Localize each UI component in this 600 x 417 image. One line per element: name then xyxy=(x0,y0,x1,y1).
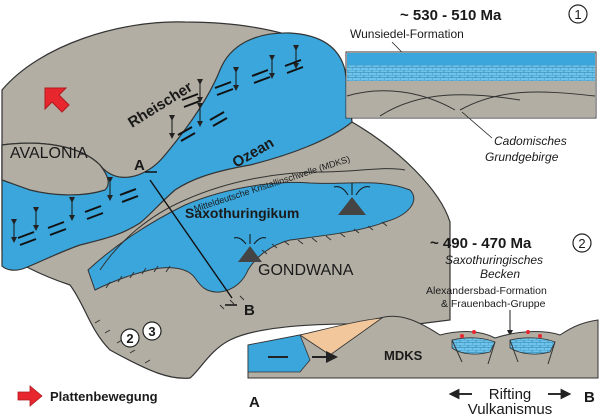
cadomisches-pointer xyxy=(461,111,493,139)
stage2-wedge xyxy=(299,317,384,356)
stage2-ocean-left xyxy=(247,334,311,373)
mdks-ridge-line xyxy=(99,168,406,271)
stage2-end-a: A xyxy=(249,394,260,411)
section-a-label: A xyxy=(134,157,145,174)
cadomisches-label-1: Cadomisches xyxy=(494,134,567,148)
stage2-faults xyxy=(451,339,556,365)
wunsiedel-label: Wunsiedel-Formation xyxy=(350,27,464,41)
stage1-basement-folds xyxy=(346,90,596,117)
section-line-caps xyxy=(145,171,237,306)
badge-3: 3 xyxy=(142,321,162,341)
frauenbach-label: & Frauenbach-Gruppe xyxy=(441,298,546,310)
stage1-sediment xyxy=(347,65,595,81)
subduction-ticks xyxy=(105,221,388,289)
stage1-section: ~ 530 - 510 Ma 1 Wunsiedel-Formation Cad… xyxy=(345,4,597,164)
stage2-age: ~ 490 - 470 Ma xyxy=(430,235,532,252)
svg-text:2: 2 xyxy=(578,236,585,251)
saxothuringikum-label: Saxothuringikum xyxy=(185,205,299,221)
paleogeographic-map: AVALONIA Rheischer Ozean Mitteldeutsche … xyxy=(1,21,451,379)
mdks-section-label: MDKS xyxy=(384,348,423,363)
section-line-a-b xyxy=(149,179,233,299)
stage2-basin-1 xyxy=(451,337,496,355)
plate-motion-arrow xyxy=(44,87,70,113)
saxothuringian-basin xyxy=(87,181,415,293)
stage2-end-b: B xyxy=(584,389,595,406)
section-b-label: B xyxy=(244,302,255,319)
stage1-age: ~ 530 - 510 Ma xyxy=(400,7,502,24)
stage1-basement xyxy=(347,81,595,117)
stage2-basin-2 xyxy=(509,337,556,355)
gondwana-label: GONDWANA xyxy=(258,262,354,279)
volcano-symbols xyxy=(233,183,371,262)
outer-ticks xyxy=(94,295,245,364)
legend-arrow-icon xyxy=(17,385,43,407)
spreading-arrows xyxy=(11,45,299,243)
stage2-badge: 2 xyxy=(572,233,592,253)
svg-text:3: 3 xyxy=(148,324,155,339)
legend: Plattenbewegung xyxy=(17,385,158,407)
rifting-label: Rifting xyxy=(489,386,532,403)
avalonia-label: AVALONIA xyxy=(10,145,88,162)
becken-label: Becken xyxy=(480,267,520,281)
saxothuringisches-label: Saxothuringisches xyxy=(445,253,543,267)
vulkanismus-label: Vulkanismus xyxy=(468,401,552,417)
cadomisches-label-2: Grundgebirge xyxy=(485,150,559,164)
svg-text:2: 2 xyxy=(126,331,133,346)
alexandersbad-label: Alexandersbad-Formation xyxy=(426,285,547,297)
badge-2: 2 xyxy=(120,328,140,348)
avalonia-plate xyxy=(1,142,109,196)
stage1-badge: 1 xyxy=(568,4,588,24)
stage2-section: ~ 490 - 470 Ma 2 Saxothuringisches Becke… xyxy=(247,233,599,417)
stage1-sea xyxy=(347,53,595,65)
legend-label: Plattenbewegung xyxy=(50,389,158,404)
svg-text:1: 1 xyxy=(574,7,581,22)
